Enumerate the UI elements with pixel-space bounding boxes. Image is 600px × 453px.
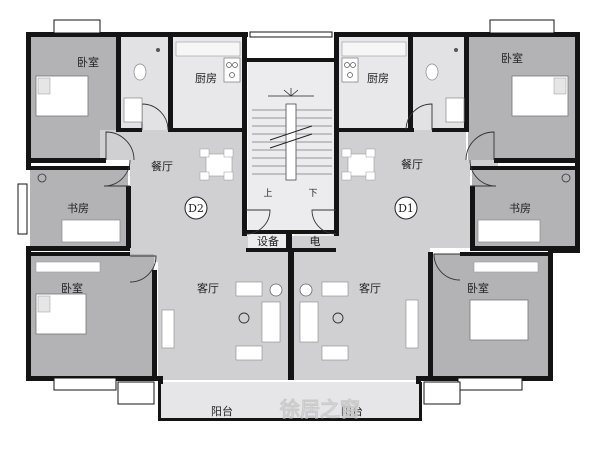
basin-left (123, 97, 143, 123)
label-balcony-right: 阳台 (341, 404, 363, 418)
plant-study-left (37, 173, 47, 183)
label-bedroom-bottom-right: 卧室 (467, 281, 489, 295)
label-dining-right: 餐厅 (401, 157, 423, 171)
floor-balcony (160, 382, 420, 420)
label-bedroom-bottom-left: 卧室 (61, 281, 83, 295)
door-bath-left (141, 103, 169, 131)
walls (26, 32, 580, 421)
bed-bottom-right (469, 299, 529, 341)
door-bedroom-top-right (465, 131, 495, 161)
counter-left (175, 41, 241, 57)
tv-stand-right (405, 299, 419, 349)
furniture (35, 41, 571, 361)
door-study-right (469, 159, 497, 187)
sofa-left-b (235, 345, 263, 361)
door-entry-left (245, 209, 271, 235)
basin-right (445, 97, 465, 123)
label-unit-left: D2 (188, 202, 204, 215)
label-kitchen-right: 厨房 (367, 72, 389, 85)
dining-table-right (347, 153, 375, 177)
stair-treads (252, 88, 332, 181)
window-top-right (489, 19, 555, 34)
label-living-right: 客厅 (359, 281, 381, 295)
unit-marker-right (394, 196, 418, 220)
floor-hall-right (292, 130, 498, 380)
doors (103, 103, 497, 283)
label-study-right: 书房 (509, 202, 531, 215)
door-bedroom-bottom-right (433, 253, 461, 281)
door-bath-right (405, 103, 433, 131)
sofa-left-a (235, 281, 263, 297)
labels: 卧室 厨房 厨房 卧室 餐厅 餐厅 书房 书房 卧室 卧室 客厅 客厅 阳台 阳… (61, 51, 531, 418)
floor-equipment (248, 232, 288, 250)
dining-table-left (205, 153, 233, 177)
desk-left (61, 219, 121, 243)
toilet-right (425, 63, 439, 81)
door-bedroom-bottom-left (129, 255, 157, 283)
sofa-right-a (321, 281, 349, 297)
label-stairs-up: 上 (263, 188, 272, 199)
window-bottom-left (53, 377, 117, 391)
wardrobe-bottom-left (35, 261, 101, 273)
unit-marker-left (184, 196, 208, 220)
label-electric: 电 (310, 235, 321, 248)
label-unit-right: D1 (398, 202, 414, 215)
window-top-left (53, 19, 101, 34)
sofa-left-c (261, 301, 281, 343)
windows (17, 19, 555, 405)
watermark: 徐居之窗 (279, 397, 360, 421)
label-dining-left: 餐厅 (151, 159, 173, 173)
label-living-left: 客厅 (197, 281, 219, 295)
stove-right (341, 57, 359, 83)
plant-living-right (332, 312, 344, 324)
label-bedroom-top-left: 卧室 (77, 55, 99, 69)
label-bedroom-top-right: 卧室 (501, 51, 523, 65)
plant-living-left (238, 312, 250, 324)
window-study-left (17, 183, 28, 235)
wardrobe-bottom-right (473, 261, 539, 273)
door-bedroom-top-left (105, 131, 135, 161)
label-study-left: 书房 (67, 202, 89, 215)
plant-study-right (561, 173, 571, 183)
door-entry-right (311, 209, 337, 235)
sofa-right-c (299, 301, 319, 343)
label-stairs-down: 下 (308, 189, 317, 199)
sofa-right-b (321, 345, 349, 361)
label-balcony-left: 阳台 (211, 404, 233, 418)
stove-left (223, 57, 241, 83)
toilet-left (133, 63, 147, 81)
window-stair (249, 31, 333, 38)
counter-right (341, 41, 407, 57)
door-study-left (103, 159, 131, 187)
tv-stand-left (161, 309, 175, 349)
window-balcony-left (117, 381, 155, 405)
label-kitchen-left: 厨房 (195, 72, 217, 85)
window-bottom-right (457, 377, 523, 391)
window-balcony-right (423, 381, 461, 405)
desk-right (477, 219, 541, 243)
label-equipment: 设备 (257, 234, 279, 248)
